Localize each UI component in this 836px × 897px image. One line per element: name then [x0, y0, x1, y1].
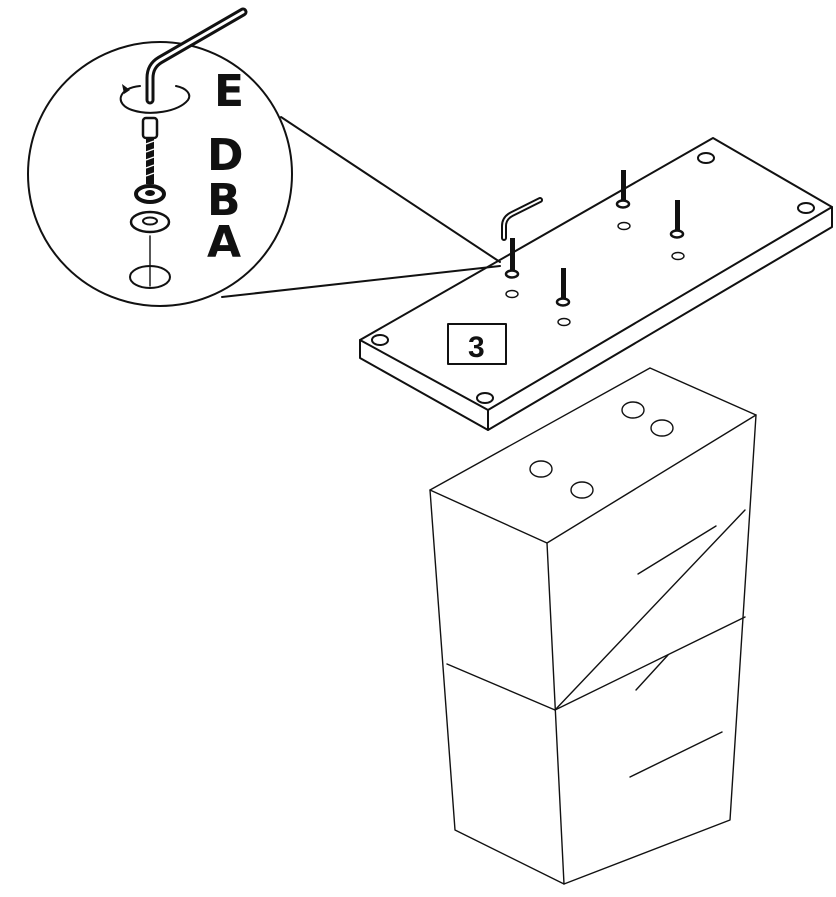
panel-hole-icon — [129, 235, 171, 289]
label-d: D — [207, 130, 244, 181]
allen-key-icon — [145, 7, 248, 105]
step-number: 3 — [468, 331, 485, 364]
callout-leader-bottom — [221, 265, 501, 298]
plate-bolt-1-icon — [501, 197, 543, 299]
plate-bolt-4-icon — [669, 200, 685, 261]
detail-callout: E D B A — [27, 7, 501, 307]
top-plate: 3 — [359, 137, 833, 431]
plate-bolt-3-icon — [615, 170, 631, 231]
label-e: E — [214, 66, 244, 117]
bolt-d-icon — [141, 116, 159, 184]
detail-circle — [27, 41, 293, 307]
step-number-box — [447, 323, 507, 365]
washer-a-icon — [129, 210, 171, 234]
washer-b-icon — [134, 184, 166, 204]
callout-leader-top — [280, 116, 501, 263]
label-a: A — [207, 217, 241, 268]
rotation-arrow-icon — [119, 84, 191, 114]
cabinet-body — [429, 367, 757, 885]
plate-bolt-2-icon — [555, 268, 571, 327]
label-b: B — [207, 175, 241, 226]
